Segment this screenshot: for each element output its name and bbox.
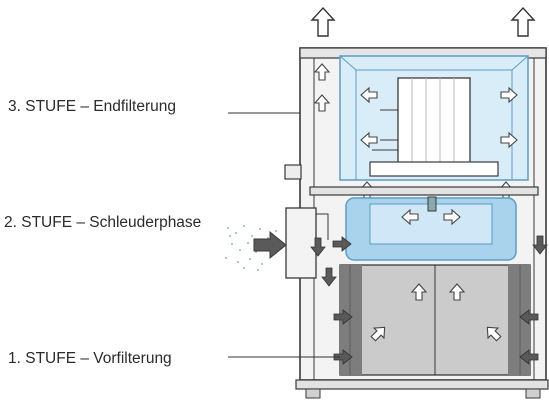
left-arrow-icon: [519, 349, 539, 365]
right-arrow-icon: [253, 230, 287, 260]
down-arrow-icon: [532, 235, 548, 255]
end-filter-stage: [314, 55, 529, 199]
left-arrow-icon: [519, 309, 539, 325]
down-arrow-icon: [321, 267, 337, 287]
up-arrow-icon: [310, 6, 336, 37]
centrifugal-stage: [285, 196, 517, 279]
right-arrow-icon: [333, 309, 353, 325]
exhaust-arrows: [310, 6, 536, 37]
stage2-label: 2. STUFE – Schleuderphase: [4, 214, 201, 231]
dust-inlet: [225, 225, 287, 271]
down-arrow-icon: [310, 237, 326, 257]
stage3-label: 3. STUFE – Endfilterung: [8, 98, 176, 115]
prefilter-stage: [333, 264, 539, 376]
leader-lines: [228, 112, 340, 358]
up-arrow-icon: [510, 6, 536, 37]
motor: [369, 77, 499, 177]
right-arrow-icon: [332, 236, 352, 252]
stage1-label: 1. STUFE – Vorfilterung: [8, 350, 172, 367]
